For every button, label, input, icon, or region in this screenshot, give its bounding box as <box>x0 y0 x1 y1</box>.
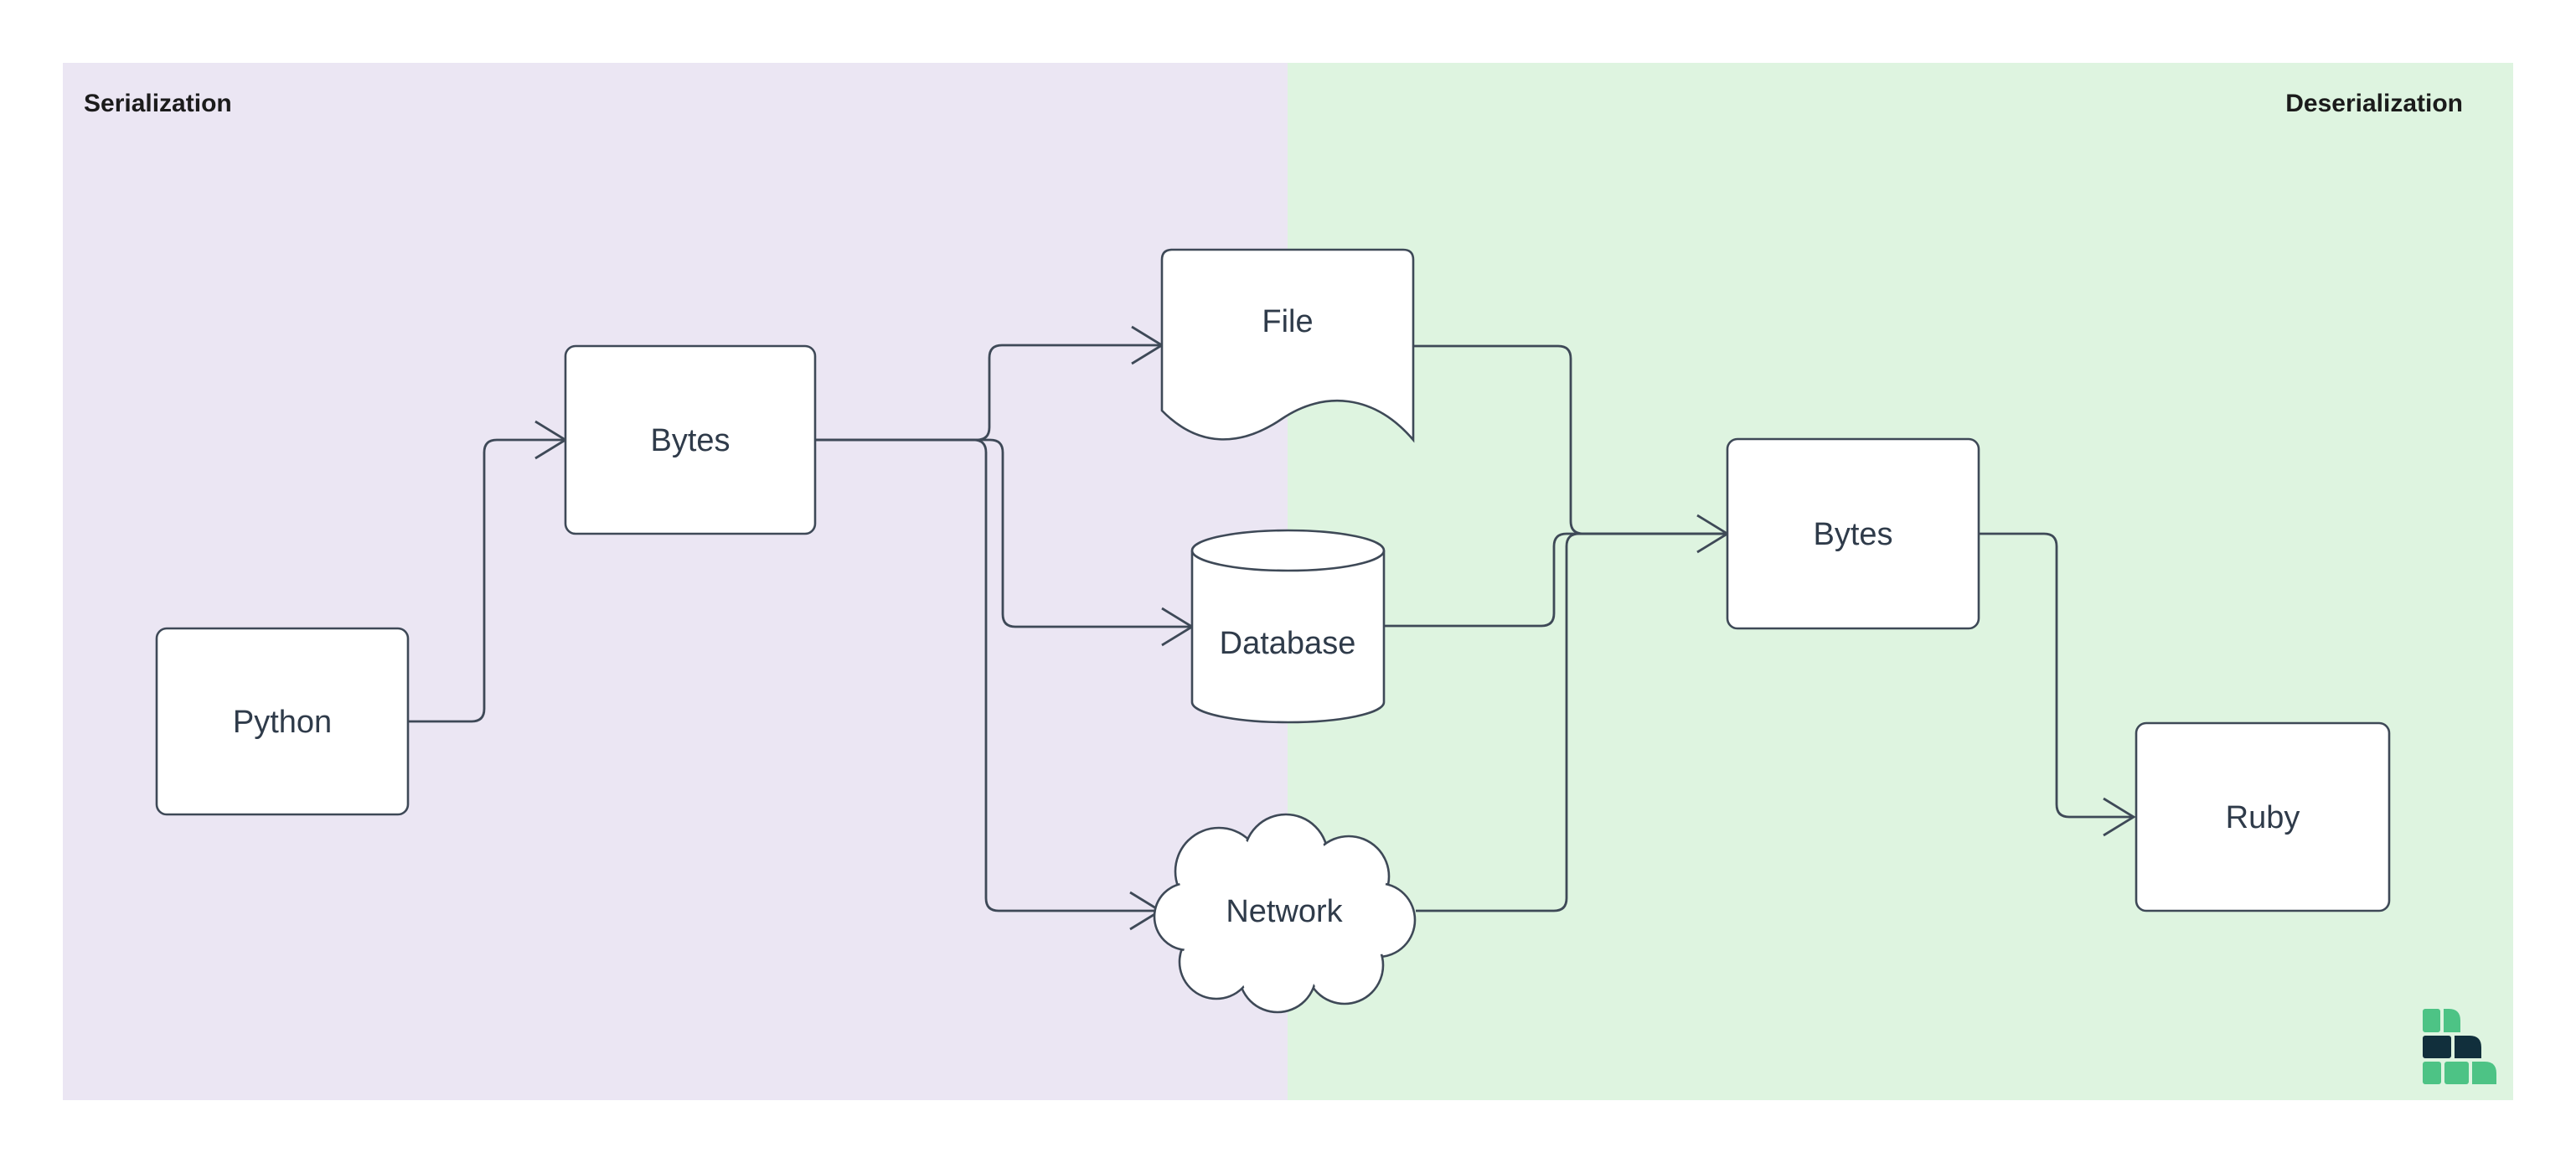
edge-network-bytes <box>1416 532 1726 912</box>
node-bytes-serialize-label: Bytes <box>650 423 730 458</box>
region-deserialization-label: Deserialization <box>2285 90 2463 117</box>
node-file-label: File <box>1262 304 1313 339</box>
logo-block-dark <box>2423 1036 2451 1058</box>
node-network: Network <box>1153 813 1417 1014</box>
logo-block-green <box>2423 1009 2440 1032</box>
node-database-ellipse-rim <box>1190 550 1386 572</box>
node-bytes-deserialize-label: Bytes <box>1813 517 1892 552</box>
logo-block-green <box>2423 1062 2441 1084</box>
node-bytes-serialize-shape <box>564 344 817 535</box>
arrowhead-into-ruby <box>2103 797 2136 837</box>
edge-bytes-ruby <box>1979 532 2132 819</box>
edge-python-bytes <box>408 438 564 723</box>
node-database-label: Database <box>1220 626 1356 661</box>
edge-database-bytes <box>1384 532 1726 628</box>
node-python: Python <box>155 627 410 816</box>
mermaid-chart-logo <box>2423 1009 2496 1084</box>
node-ruby-label: Ruby <box>2226 800 2300 835</box>
node-network-cloud-fill <box>1157 817 1412 1010</box>
region-serialization-label: Serialization <box>84 90 232 117</box>
node-file: File <box>1160 248 1415 443</box>
node-ruby: Ruby <box>2135 721 2391 912</box>
node-ruby-shape <box>2135 721 2391 912</box>
logo-block-dark-rounded <box>2455 1036 2481 1058</box>
node-python-label: Python <box>233 705 332 740</box>
node-bytes-deserialize-shape <box>1726 437 1980 630</box>
node-python-shape <box>155 627 410 816</box>
edge-bytes-database <box>815 438 1190 628</box>
logo-block-green-rounded <box>2444 1009 2460 1032</box>
node-database: Database <box>1190 529 1386 724</box>
node-database-shape <box>1190 529 1386 724</box>
node-bytes-serialize: Bytes <box>564 344 817 535</box>
edges <box>408 344 2132 912</box>
logo-block-green-rounded <box>2472 1062 2496 1084</box>
region-serialization-background <box>63 63 1288 1100</box>
logo-block-green <box>2444 1062 2469 1084</box>
region-serialization: Serialization <box>63 63 1288 1100</box>
node-bytes-deserialize: Bytes <box>1726 437 1980 630</box>
node-file-shape <box>1160 248 1415 443</box>
node-network-label: Network <box>1226 894 1343 929</box>
edge-bytes-network <box>815 438 1159 912</box>
